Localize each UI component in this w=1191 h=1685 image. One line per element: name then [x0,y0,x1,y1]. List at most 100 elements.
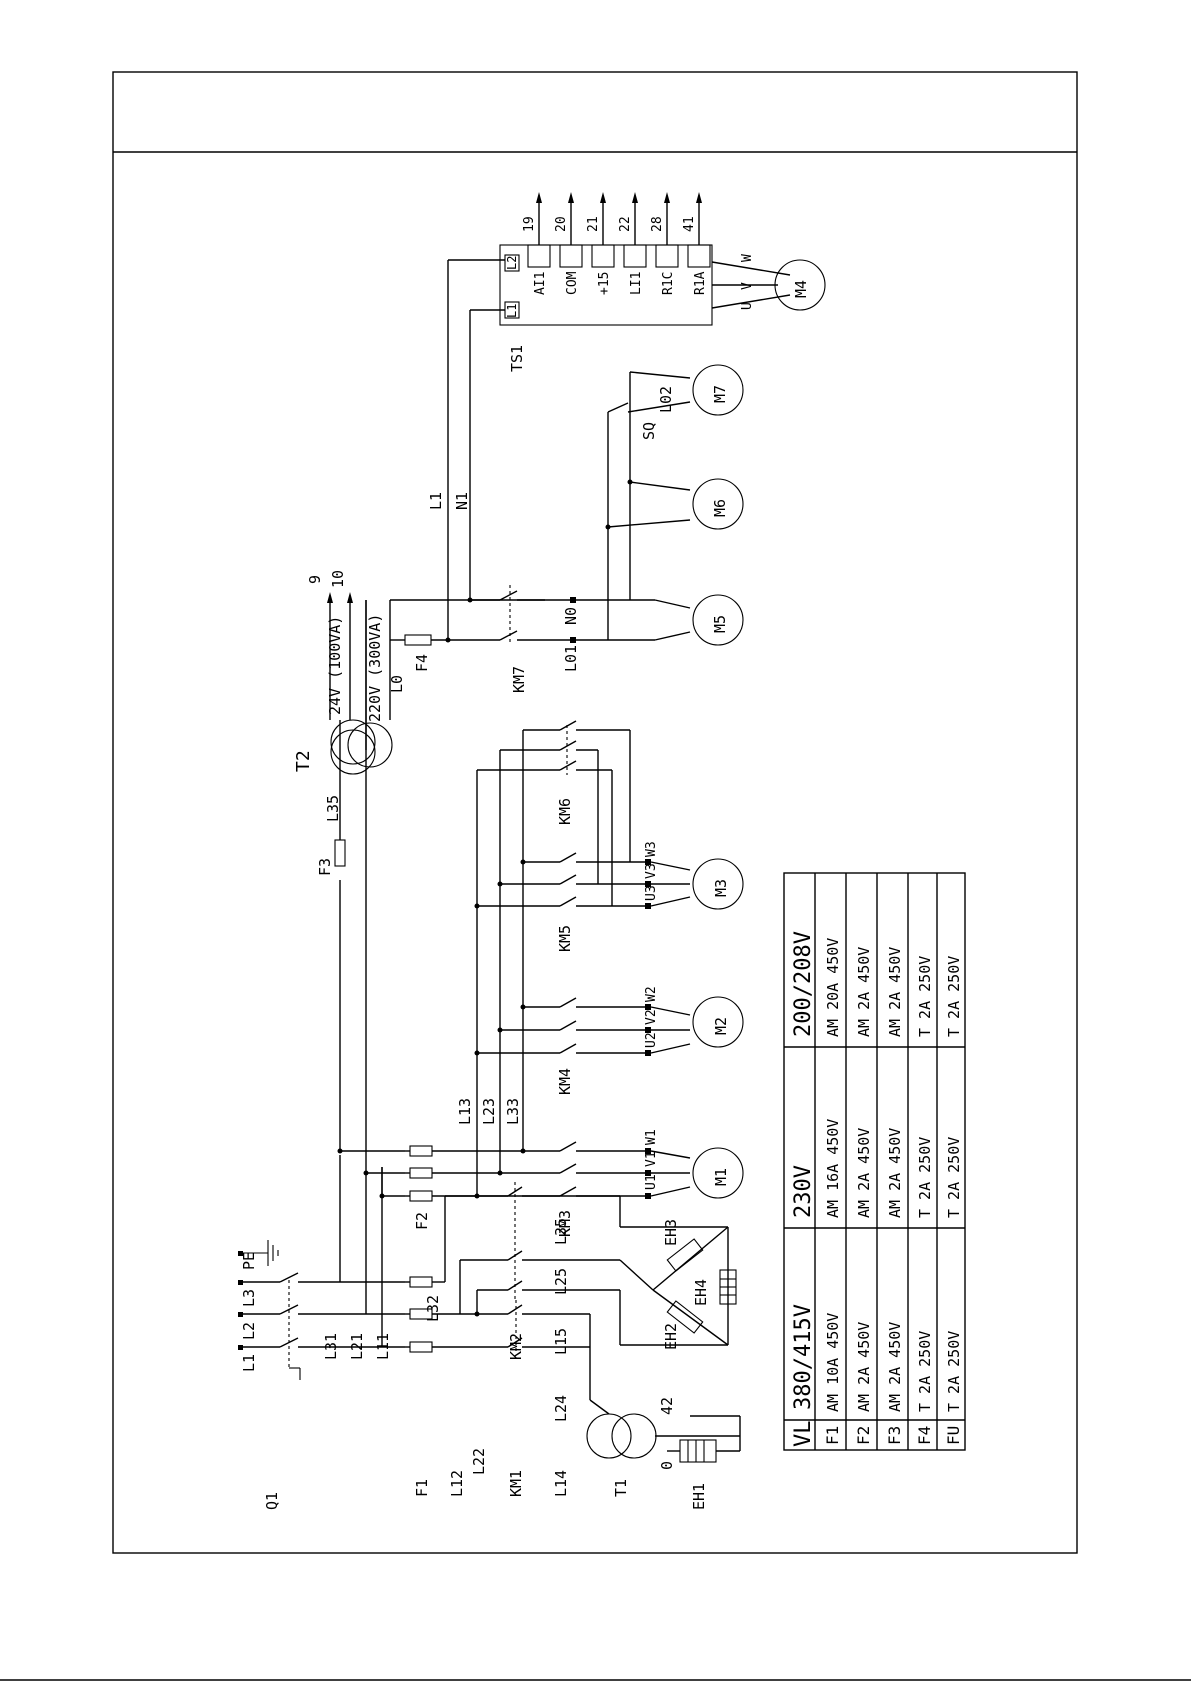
label-v1: V1 [644,1151,659,1167]
label-l25: L25 [552,1268,570,1295]
label-m6: M6 [711,499,729,517]
label-wire-20: 20 [554,216,569,232]
label-f2: F2 [413,1212,431,1230]
label-eh1: EH1 [690,1483,708,1510]
label-w1: W1 [644,1129,659,1145]
label-t1-tap42: 42 [658,1397,676,1415]
label-l14: L14 [552,1470,570,1497]
table-row-fu-200: T 2A 250V [945,956,963,1037]
label-eh4: EH4 [692,1279,710,1306]
label-w2: W2 [644,986,659,1002]
label-l35a: L35 [552,1218,570,1245]
motor-branches [337,720,744,1202]
label-t1: T1 [612,1479,630,1497]
table-row-f1-200: AM 20A 450V [824,938,842,1037]
label-sq: SQ [640,422,658,440]
label-wire-22: 22 [618,216,633,232]
label-ts1-li1: LI1 [629,272,644,295]
label-wire-21: 21 [586,216,601,232]
label-l3: L3 [240,1289,258,1307]
table-row-f2-380: AM 2A 450V [855,1322,873,1412]
label-l12: L12 [448,1470,466,1497]
label-w3: W3 [644,841,659,857]
label-ts1: TS1 [508,345,526,372]
label-ts1-com: COM [565,271,580,295]
label-f3: F3 [316,858,334,876]
label-km4: KM4 [556,1068,574,1095]
label-u3: U3 [644,885,659,901]
table-row-fu-380: T 2A 250V [945,1331,963,1412]
table-row-f2-label: F2 [854,1426,873,1445]
label-eh2: EH2 [662,1323,680,1350]
label-m4: M4 [792,280,810,298]
table-row-f1-230: AM 16A 450V [824,1119,842,1218]
label-l32: L32 [424,1295,442,1322]
label-v2: V2 [644,1009,659,1025]
control-circuit [445,192,826,646]
label-wire-28: 28 [650,216,665,232]
table-row-fu-label: FU [944,1426,963,1445]
table-row-f3-label: F3 [885,1426,904,1445]
table-row-f3-230: AM 2A 450V [886,1128,904,1218]
label-l11: L11 [374,1333,392,1360]
label-km5: KM5 [556,925,574,952]
table-row-f1-label: F1 [823,1426,842,1445]
label-l2: L2 [240,1322,258,1340]
label-n1: N1 [453,492,471,510]
label-m4-v: V [740,282,755,290]
label-km6: KM6 [556,798,574,825]
table-row-f4-380: T 2A 250V [916,1331,934,1412]
table-header-vl: VL [791,1421,816,1448]
label-km1: KM1 [507,1470,525,1497]
label-n0: N0 [562,607,580,625]
table-row-f2-200: AM 2A 450V [855,947,873,1037]
label-l02: L02 [657,386,675,413]
label-l15: L15 [552,1328,570,1355]
label-km2: KM2 [507,1333,525,1360]
label-pe: PE [240,1252,258,1270]
label-l31: L31 [322,1333,340,1360]
table-row-f4-label: F4 [915,1426,934,1445]
label-ts1-r1a: R1A [693,271,708,295]
label-t2: T2 [293,750,314,772]
transformer-t2 [327,592,545,1151]
table-header-380: 380/415V [791,1304,816,1410]
label-l01: L01 [562,645,580,672]
table-row-fu-230: T 2A 250V [945,1137,963,1218]
label-out-9: 9 [306,575,324,584]
label-l23: L23 [480,1098,498,1125]
table-header-230: 230V [791,1165,816,1218]
label-l22: L22 [470,1448,488,1475]
label-l33: L33 [504,1098,522,1125]
label-l0: L0 [388,675,406,693]
label-220v: 220V (300VA) [366,614,384,722]
label-l35: L35 [324,795,342,822]
table-row-f3-200: AM 2A 450V [886,947,904,1037]
label-ts1-l1: L1 [505,304,519,318]
label-m4-w: W [740,254,755,262]
fuse-rating-table: VL 380/415V 230V 200/208V F1 AM 10A 450V… [783,872,966,1451]
label-km7: KM7 [510,666,528,693]
label-m5: M5 [711,615,729,633]
label-m4-u: U [740,302,755,310]
label-km3: KM3 [556,1210,574,1237]
label-l1-ctrl: L1 [427,492,445,510]
label-m3: M3 [712,879,730,897]
label-f1: F1 [413,1479,431,1497]
label-m2: M2 [712,1017,730,1035]
label-wire-41: 41 [682,216,697,232]
label-out-10: 10 [329,570,347,588]
table-header-200: 200/208V [791,931,816,1037]
table-row-f1-380: AM 10A 450V [824,1313,842,1412]
km1-branch [474,1300,741,1463]
label-l13: L13 [456,1098,474,1125]
label-ts1-15: +15 [597,272,612,295]
table-row-f4-230: T 2A 250V [916,1137,934,1218]
label-eh3: EH3 [662,1219,680,1246]
label-ts1-ai1: AI1 [533,272,548,295]
table-row-f4-200: T 2A 250V [916,956,934,1037]
label-u2: U2 [644,1032,659,1048]
label-l1: L1 [240,1354,258,1372]
label-t1-tap0: 0 [658,1461,676,1470]
